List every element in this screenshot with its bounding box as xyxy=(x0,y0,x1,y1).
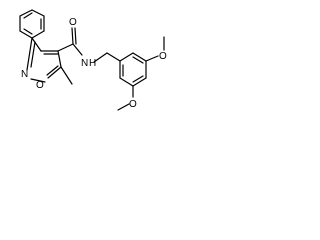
benzyl-linker xyxy=(93,52,121,63)
amide-hydrogen-label: H xyxy=(89,58,96,69)
upper-methoxy-oxygen-label: O xyxy=(159,51,167,62)
ring-oxygen-label: O xyxy=(36,80,44,91)
isoxazole-ring xyxy=(26,37,62,83)
phenyl-ring xyxy=(19,9,45,39)
dimethoxyphenyl-ring xyxy=(119,52,147,87)
chemical-structure-drawing: O N H N O O O xyxy=(0,0,178,124)
amide-group xyxy=(57,27,83,56)
atom-labels: O N H N O O O xyxy=(21,17,167,110)
methyl-group xyxy=(60,66,73,85)
ring-nitrogen-label: N xyxy=(21,69,28,80)
amide-nitrogen-label: N xyxy=(81,58,88,69)
carbonyl-oxygen-label: O xyxy=(69,17,77,28)
lower-methoxy-oxygen-label: O xyxy=(129,99,137,110)
methoxy-groups xyxy=(117,36,165,111)
